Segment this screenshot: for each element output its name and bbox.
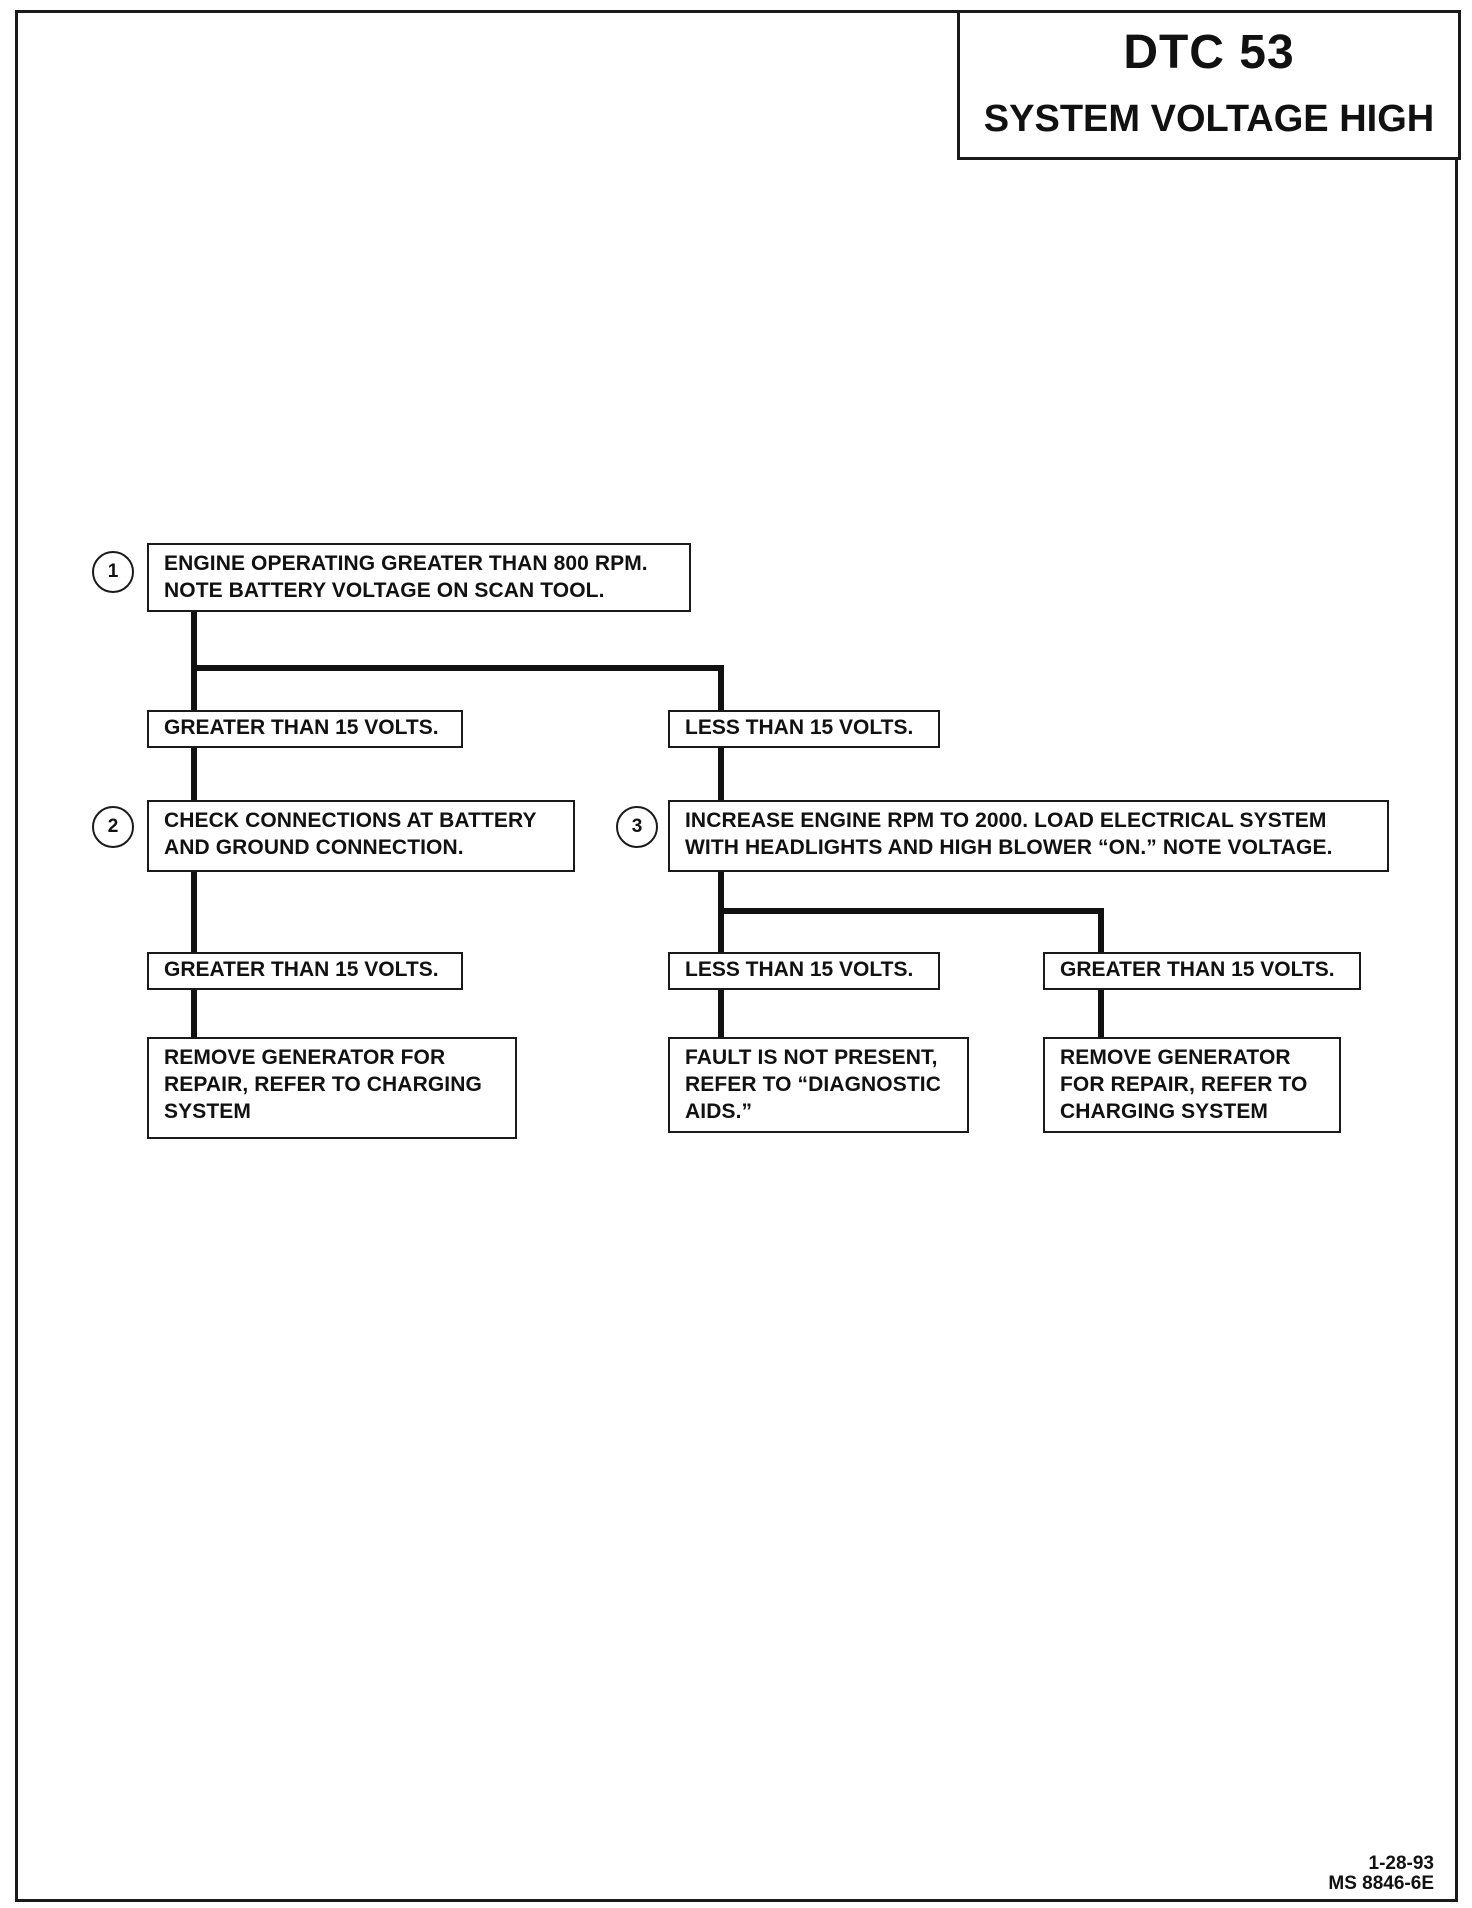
footer: 1-28-93 MS 8846-6E [1328, 1854, 1434, 1894]
step-1-box: ENGINE OPERATING GREATER THAN 800 RPM. N… [147, 543, 691, 612]
connector-step2-down [191, 869, 197, 955]
step-3-box: INCREASE ENGINE RPM TO 2000. LOAD ELECTR… [668, 800, 1389, 872]
branch-label-step3-less: LESS THAN 15 VOLTS. [668, 952, 940, 990]
dtc-code: DTC 53 [1123, 26, 1295, 79]
connector-step3-branch-horizontal [718, 908, 1104, 914]
footer-date: 1-28-93 [1368, 1853, 1435, 1874]
branch-label-step1-greater: GREATER THAN 15 VOLTS. [147, 710, 463, 748]
connector-right-to-step3 [718, 746, 724, 803]
branch-label-step3-greater: GREATER THAN 15 VOLTS. [1043, 952, 1361, 990]
step-marker-3: 3 [616, 806, 658, 848]
branch-label-step2-greater: GREATER THAN 15 VOLTS. [147, 952, 463, 990]
page-frame [15, 10, 1458, 1902]
connector-to-result-right [1098, 988, 1104, 1040]
connector-step3-right-down [1098, 908, 1104, 955]
branch-label-step1-less: LESS THAN 15 VOLTS. [668, 710, 940, 748]
result-step3-less: FAULT IS NOT PRESENT, REFER TO “DIAGNOST… [668, 1037, 969, 1133]
connector-left-to-step2 [191, 746, 197, 803]
step-marker-1: 1 [92, 551, 134, 593]
result-step2-greater: REMOVE GENERATOR FOR REPAIR, REFER TO CH… [147, 1037, 517, 1139]
footer-doc-number: MS 8846-6E [1328, 1873, 1434, 1894]
title-box: DTC 53 SYSTEM VOLTAGE HIGH [957, 10, 1461, 160]
step-2-box: CHECK CONNECTIONS AT BATTERY AND GROUND … [147, 800, 575, 872]
connector-to-result-middle [718, 988, 724, 1040]
connector-step1-right-down [718, 665, 724, 713]
connector-step1-down [191, 609, 197, 713]
step-marker-2: 2 [92, 806, 134, 848]
result-step3-greater: REMOVE GENERATOR FOR REPAIR, REFER TO CH… [1043, 1037, 1341, 1133]
connector-step1-branch-horizontal [191, 665, 724, 671]
connector-to-result-left [191, 988, 197, 1040]
dtc-title: SYSTEM VOLTAGE HIGH [983, 98, 1435, 140]
